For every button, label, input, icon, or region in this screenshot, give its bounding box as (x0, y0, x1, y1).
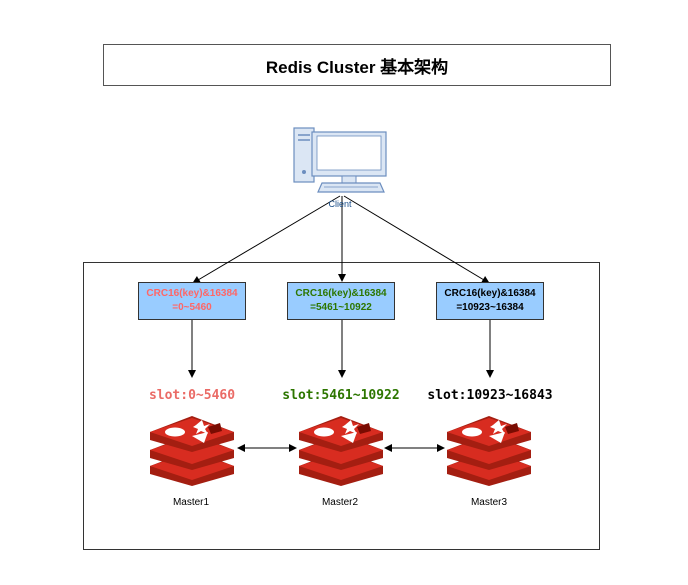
client-label: Client (328, 199, 352, 209)
hash-range: =10923~16384 (456, 302, 524, 313)
page-title: Redis Cluster 基本架构 (265, 57, 449, 77)
slot-label-3: slot:10923~16843 (427, 388, 553, 403)
client-to-hash1-arrow (192, 195, 341, 284)
redis-logo-icon (447, 416, 531, 486)
hash-range: =0~5460 (172, 302, 212, 313)
client-computer-icon (293, 127, 387, 193)
hash-range-box-2: CRC16(key)&16384 =5461~10922 (287, 282, 395, 320)
hash-range-box-3: CRC16(key)&16384 =10923~16384 (436, 282, 544, 320)
hash-formula: CRC16(key)&16384 (444, 288, 536, 299)
title-box: Redis Cluster 基本架构 (103, 44, 611, 86)
hash-range-box-1: CRC16(key)&16384 =0~5460 (138, 282, 246, 320)
redis-logo-icon (299, 416, 383, 486)
slot-label-2: slot:5461~10922 (282, 388, 400, 403)
client-to-hash3-arrow (343, 195, 490, 284)
master-label-1: Master1 (172, 497, 210, 508)
hash-range: =5461~10922 (310, 302, 372, 313)
master-label-2: Master2 (321, 497, 359, 508)
slot-label-1: slot:0~5460 (148, 388, 236, 403)
master-label-3: Master3 (470, 497, 508, 508)
redis-logo-icon (150, 416, 234, 486)
hash-formula: CRC16(key)&16384 (295, 288, 387, 299)
hash-formula: CRC16(key)&16384 (146, 288, 238, 299)
